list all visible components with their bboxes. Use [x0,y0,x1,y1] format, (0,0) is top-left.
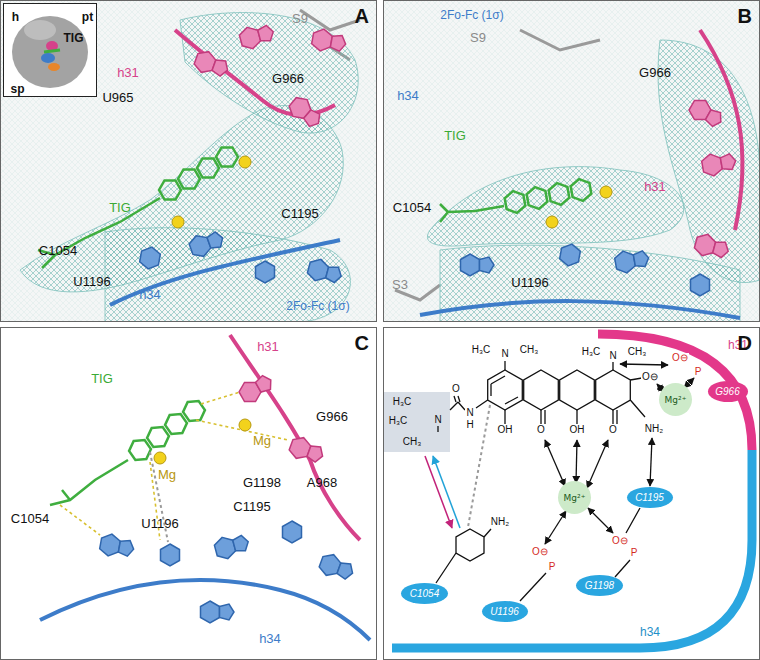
atom-label: OH [497,425,514,435]
region-label: h [12,10,19,24]
residue-label: U1196 [73,275,110,288]
helix-label: h31 [117,66,139,79]
atom-label: N [465,408,474,418]
helix-label: h34 [640,626,660,638]
nucleotide-label: U1196 [490,606,519,617]
atom-label: H₃C [393,397,412,407]
atom-label: O [608,425,618,435]
panel-letter: C [355,332,369,355]
atom-label: CH₃ [403,437,422,447]
nucleotide-label: G1198 [585,580,614,591]
residue-label: C1195 [281,207,318,220]
panel-letter: D [738,332,752,355]
protein-label: S9 [292,12,308,25]
ion-label: Mg²⁺ [564,493,586,503]
panel-letter: A [355,5,369,28]
nucleotide-label: C1195 [635,492,664,503]
residue-label: G1198 [243,476,281,489]
nucleotide-oval: C1054 [401,583,448,604]
panel-frame: B [383,0,760,322]
atom-label: P [694,367,703,377]
atom-label: H₃C [389,416,408,426]
nucleotide-label: C1054 [410,588,439,599]
map-label: 2Fo-Fc (1σ) [440,9,503,21]
residue-label: U1196 [141,517,178,530]
helix-label: h31 [644,180,666,193]
atom-label: O⊖ [531,547,549,557]
ligand-label: TIG [444,129,466,142]
region-label: pt [82,10,93,24]
helix-label: h34 [259,632,281,645]
atom-label: P [630,548,639,558]
nucleotide-oval: U1196 [482,601,528,622]
magnesium-ion: Mg²⁺ [659,383,692,416]
residue-label: C1054 [39,244,77,257]
residue-label: U1196 [511,276,548,289]
atom-label: O⊖ [671,353,689,363]
atom-label: O [536,425,546,435]
nucleotide-oval: C1195 [627,487,673,508]
region-label: sp [10,82,24,96]
atom-label: CH₃ [627,347,648,357]
atom-label: O⊖ [611,536,629,546]
atom-label: NH₂ [490,517,510,527]
ligand-label: TIG [109,201,131,214]
atom-label: H₃C [581,347,602,357]
atom-label: H₃C [471,345,492,355]
panel-frame: Ah ptTIG sp [0,0,377,322]
atom-label: N [434,415,441,425]
atom-label: P [548,562,557,572]
ion-label: Mg [253,434,271,447]
helix-label: h34 [139,288,161,301]
helix-label: h34 [397,89,419,102]
residue-label: A968 [307,476,337,489]
residue-label: C1054 [393,201,431,214]
atom-label: O⊖ [641,372,659,382]
residue-label: U965 [102,91,133,104]
residue-label: C1054 [11,512,49,525]
atom-label: N [608,351,617,361]
panel-frame: D Mg²⁺ G966C1195 Mg²⁺ C1054U1196 G1198 [383,327,760,660]
helix-label: h31 [257,340,279,353]
region-label: TIG [64,31,84,45]
protein-label: S9 [470,31,486,44]
protein-label: S3 [392,278,408,291]
atom-label: N [500,349,509,359]
ligand-label: TIG [91,372,113,385]
magnesium-ion: Mg²⁺ [558,481,591,514]
residue-label: G966 [316,410,348,423]
atom-label: H [465,420,474,430]
panel-frame: C [0,327,377,660]
atom-label: CH₃ [519,345,540,355]
residue-label: G966 [272,72,304,85]
nucleotide-oval: G966 [708,381,748,402]
nucleotide-label: G966 [715,386,739,397]
atom-label: OH [569,425,586,435]
ion-label: Mg²⁺ [665,395,687,405]
residue-label: G966 [639,66,671,79]
atom-label: NH₂ [644,424,664,434]
ion-label: Mg [158,468,176,481]
overview-inset: h ptTIG sp [3,3,97,97]
atom-label: O [451,384,461,394]
nucleotide-oval: G1198 [576,575,623,596]
panel-letter: B [738,5,752,28]
residue-label: C1195 [233,500,270,513]
map-label: 2Fo-Fc (1σ) [286,300,349,312]
